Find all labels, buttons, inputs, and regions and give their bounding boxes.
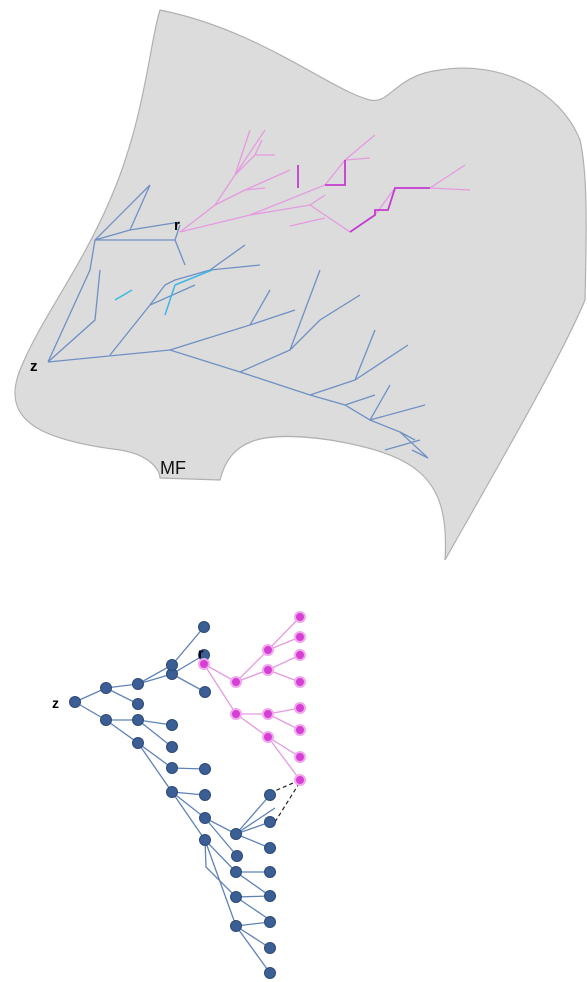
dashed-links xyxy=(269,779,301,823)
magenta-nodes xyxy=(198,611,306,786)
manifold-panel: r z MF xyxy=(14,9,587,561)
graph-node xyxy=(230,708,242,720)
graph-node xyxy=(199,686,211,698)
graph-node xyxy=(231,850,243,862)
graph-node xyxy=(132,678,144,690)
graph-node xyxy=(264,816,276,828)
graph-node-root xyxy=(198,658,210,670)
graph-node xyxy=(264,866,276,878)
graph-node xyxy=(262,708,274,720)
graph-node xyxy=(198,621,210,633)
graph-node xyxy=(294,702,306,714)
graph-node xyxy=(132,714,144,726)
manifold-surface xyxy=(14,9,587,561)
graph-node xyxy=(264,916,276,928)
graph-node xyxy=(132,737,144,749)
graph-node xyxy=(166,786,178,798)
graph-node xyxy=(230,828,242,840)
graph-node xyxy=(69,696,81,708)
graph-node xyxy=(294,774,306,786)
blue-tree xyxy=(47,184,429,459)
origin-label: z xyxy=(30,358,38,375)
blue-nodes xyxy=(69,621,276,979)
graph-node xyxy=(264,942,276,954)
graph-node xyxy=(230,866,242,878)
graph-node xyxy=(100,714,112,726)
graph-node xyxy=(166,741,178,753)
graph-node xyxy=(199,834,211,846)
graph-node xyxy=(199,812,211,824)
graph-node xyxy=(100,682,112,694)
graph-node xyxy=(264,967,276,979)
graph-node xyxy=(199,763,211,775)
graph-node xyxy=(262,644,274,656)
graph-node xyxy=(294,631,306,643)
graph-node xyxy=(230,676,242,688)
graph-node xyxy=(264,842,276,854)
graph-node xyxy=(294,649,306,661)
root-label: r xyxy=(174,217,180,234)
graph-node xyxy=(294,611,306,623)
graph-node xyxy=(166,659,178,671)
graph-origin-label: z xyxy=(52,695,59,711)
graph-node xyxy=(294,751,306,763)
graph-node xyxy=(230,891,242,903)
graph-node xyxy=(294,724,306,736)
graph-node xyxy=(166,719,178,731)
graph-node xyxy=(264,789,276,801)
graph-panel: r z xyxy=(52,611,306,979)
manifold-name: MF xyxy=(160,458,186,478)
graph-node xyxy=(230,920,242,932)
graph-node xyxy=(294,676,306,688)
graph-node xyxy=(264,890,276,902)
graph-root-label: r xyxy=(198,645,204,661)
cyan-path xyxy=(114,269,213,316)
pink-edges xyxy=(203,616,301,781)
graph-node xyxy=(262,664,274,676)
graph-node xyxy=(166,762,178,774)
magenta-path xyxy=(297,160,430,233)
graph-node xyxy=(262,731,274,743)
graph-node xyxy=(132,698,144,710)
blue-edges xyxy=(74,626,276,974)
graph-node xyxy=(199,789,211,801)
